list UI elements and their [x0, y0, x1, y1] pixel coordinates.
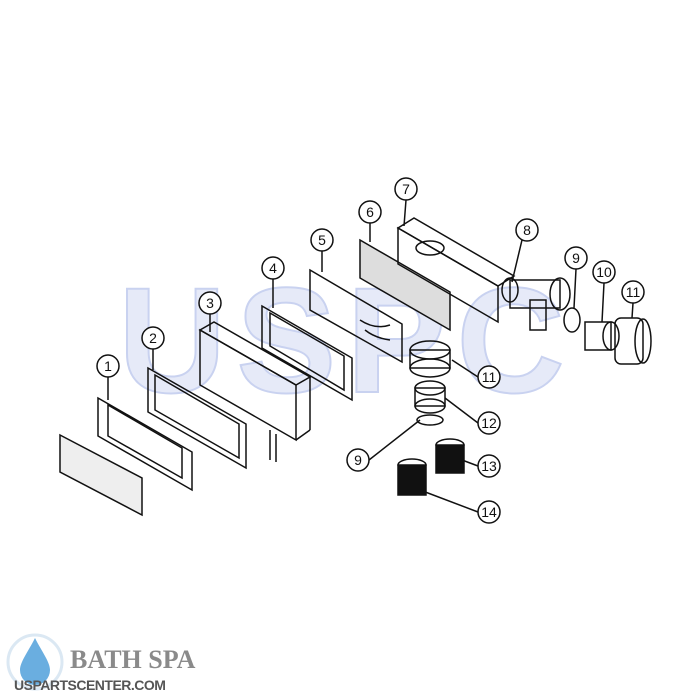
callout-11-lower: 11: [477, 365, 501, 389]
part-3-housing: [199, 328, 297, 442]
watermark: USPC: [117, 256, 575, 424]
part-6-gasket: [359, 238, 451, 332]
svg-text:12: 12: [481, 415, 497, 431]
svg-text:1: 1: [104, 358, 112, 374]
svg-text:9: 9: [354, 452, 362, 468]
part-4-gasket: [261, 304, 353, 402]
logo-subtitle: USPARTSCENTER.COM: [14, 677, 166, 693]
callout-2: 2: [141, 326, 165, 350]
callout-3: 3: [198, 291, 222, 315]
part-5-circuit-board: [309, 268, 403, 364]
part-11-union-nut: [614, 317, 652, 365]
svg-text:3: 3: [206, 295, 214, 311]
part-8-elbow: [501, 277, 571, 331]
svg-text:10: 10: [596, 264, 612, 280]
part-9-o-ring-lower: [416, 414, 444, 426]
callout-6: 6: [358, 200, 382, 224]
logo-title: BATH SPA: [70, 645, 196, 674]
callout-13: 13: [477, 454, 501, 478]
callout-12: 12: [477, 411, 501, 435]
callout-1: 1: [96, 354, 120, 378]
svg-text:8: 8: [523, 222, 531, 238]
callout-4: 4: [261, 256, 285, 280]
callout-9: 9: [564, 246, 588, 270]
svg-text:14: 14: [481, 504, 497, 520]
svg-text:11: 11: [482, 369, 497, 385]
svg-text:13: 13: [481, 458, 497, 474]
part-12-tailpiece: [414, 380, 446, 414]
part-13-fitting: [435, 438, 465, 474]
svg-text:5: 5: [318, 232, 326, 248]
svg-text:2: 2: [149, 330, 157, 346]
part-1-face-plate: [97, 396, 193, 492]
svg-text:9: 9: [572, 250, 580, 266]
callout-8: 8: [515, 218, 539, 242]
part-lens: [59, 433, 143, 517]
svg-text:11: 11: [626, 284, 641, 300]
part-2-gasket: [147, 366, 247, 470]
part-9-o-ring: [563, 307, 581, 333]
logo-drop-icon: [6, 633, 64, 691]
callout-5: 5: [310, 228, 334, 252]
part-11-union-nut-lower: [409, 340, 451, 378]
svg-text:7: 7: [402, 181, 410, 197]
callout-11: 11: [621, 280, 645, 304]
svg-text:6: 6: [366, 204, 374, 220]
callout-10: 10: [592, 260, 616, 284]
part-14-fitting: [397, 458, 427, 496]
part-10-tailpiece: [584, 321, 620, 351]
callout-9-lower: 9: [346, 448, 370, 472]
callout-14: 14: [477, 500, 501, 524]
svg-text:4: 4: [269, 260, 277, 276]
callout-7: 7: [394, 177, 418, 201]
